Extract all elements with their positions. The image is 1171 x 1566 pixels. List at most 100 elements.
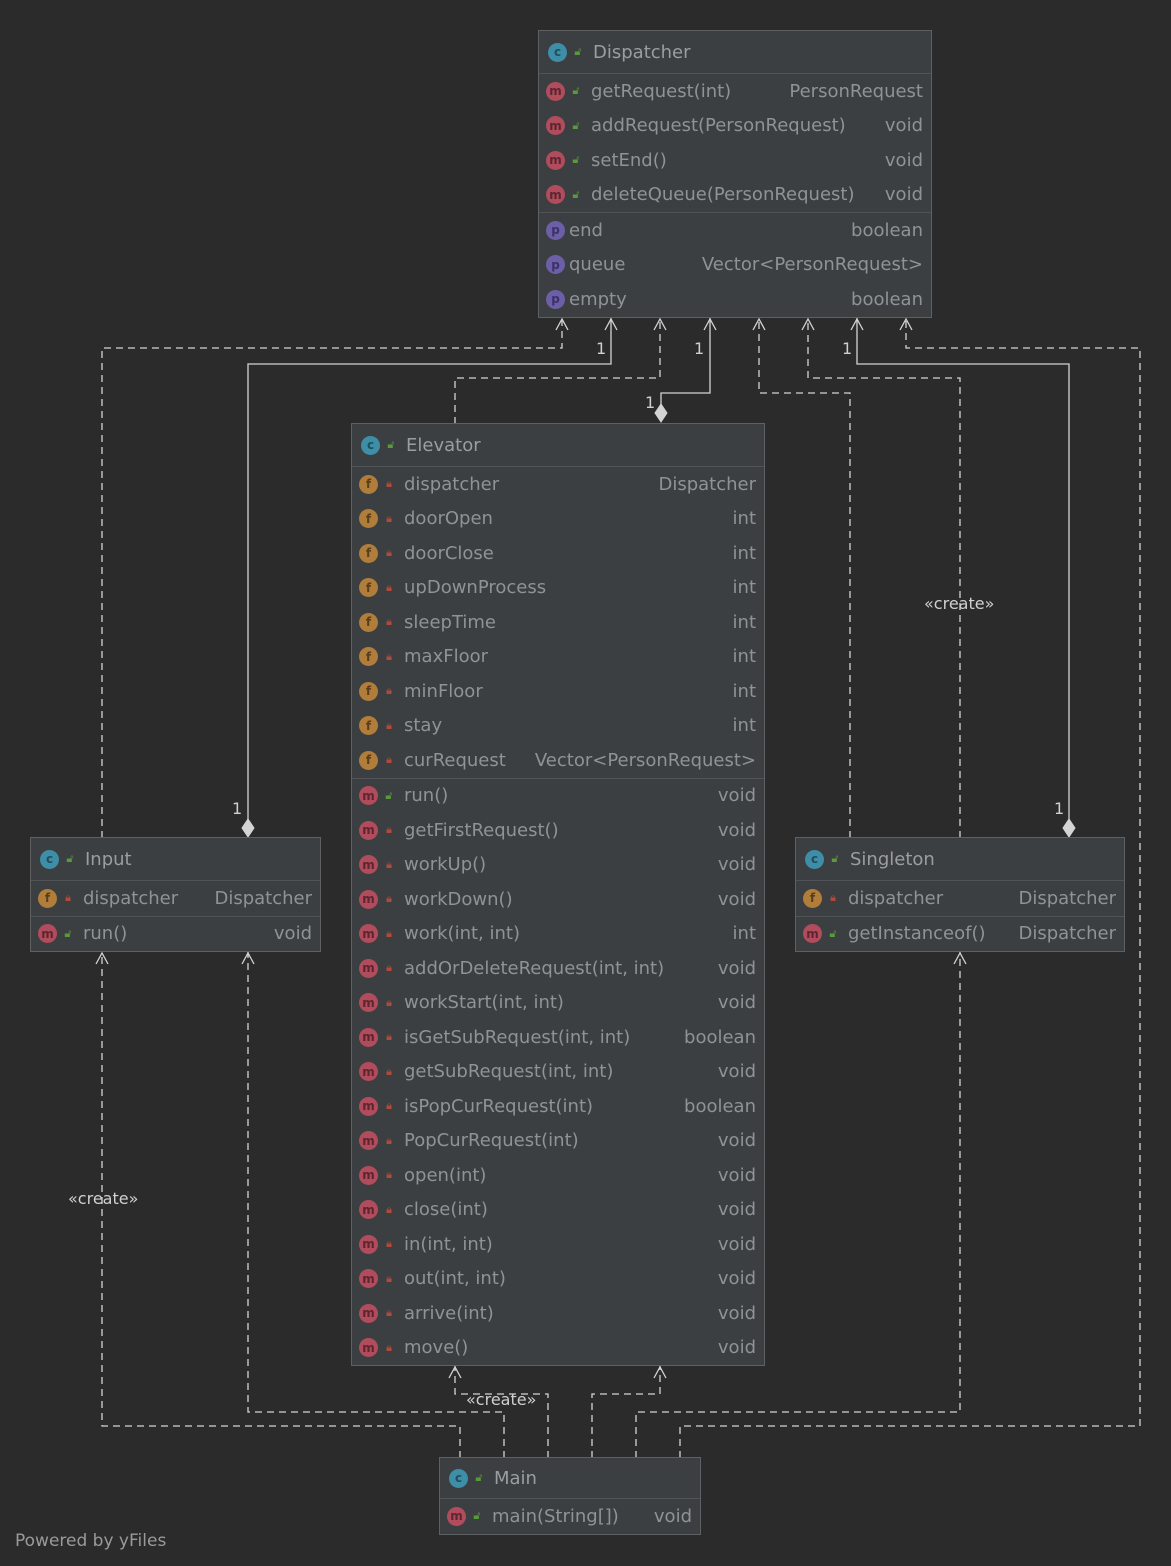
method-row[interactable]: m🔒︎workUp()void xyxy=(352,848,764,883)
method-type: boolean xyxy=(684,1095,756,1117)
method-icon: m xyxy=(359,1269,378,1289)
public-icon: 🔓︎ xyxy=(829,926,837,940)
method-type: void xyxy=(717,1302,756,1324)
edge-elevator-dispatcher-dependency xyxy=(454,318,661,424)
method-row[interactable]: m🔓︎run()void xyxy=(31,917,320,952)
class-main[interactable]: c 🔓︎ Main m🔓︎main(String[])void xyxy=(439,1457,701,1535)
method-row[interactable]: m🔒︎getFirstRequest()void xyxy=(352,813,764,848)
private-lock-icon: 🔒︎ xyxy=(386,1340,392,1354)
method-type: void xyxy=(717,1233,756,1255)
method-type: void xyxy=(884,149,923,171)
method-icon: m xyxy=(38,924,57,944)
edge-main-elevator-create xyxy=(454,1366,549,1458)
public-icon: 🔓︎ xyxy=(475,1471,483,1484)
private-lock-icon: 🔒︎ xyxy=(386,1168,392,1182)
method-row[interactable]: m🔒︎out(int, int)void xyxy=(352,1262,764,1297)
method-name: workUp() xyxy=(404,854,487,876)
private-lock-icon: 🔒︎ xyxy=(386,1202,392,1216)
static-method-icon: m xyxy=(803,924,822,944)
field-icon: f xyxy=(359,681,378,701)
method-row[interactable]: m🔒︎isGetSubRequest(int, int)boolean xyxy=(352,1020,764,1055)
method-name: workDown() xyxy=(404,888,513,910)
edge-singleton-dispatcher-dependency-a xyxy=(758,318,851,838)
method-row[interactable]: m🔓︎getRequest(int)PersonRequest xyxy=(539,74,931,109)
field-name: dispatcher xyxy=(83,887,179,909)
field-type: Dispatcher xyxy=(658,473,756,495)
method-name: arrive(int) xyxy=(404,1302,494,1324)
method-name: getFirstRequest() xyxy=(404,819,559,841)
field-type: Vector<PersonRequest> xyxy=(534,749,756,771)
private-lock-icon: 🔒︎ xyxy=(386,1099,392,1113)
field-icon: f xyxy=(359,509,378,529)
method-name: move() xyxy=(404,1337,469,1359)
method-row[interactable]: m🔓︎run()void xyxy=(352,779,764,814)
field-type: int xyxy=(732,577,756,599)
method-row[interactable]: m🔒︎in(int, int)void xyxy=(352,1227,764,1262)
public-icon: 🔓︎ xyxy=(572,153,580,167)
public-icon: 🔓︎ xyxy=(572,187,580,201)
method-row[interactable]: m🔓︎addRequest(PersonRequest)void xyxy=(539,109,931,144)
class-icon: c xyxy=(805,849,824,869)
class-header: c 🔓︎ Singleton xyxy=(796,838,1124,881)
method-row[interactable]: m🔒︎workStart(int, int)void xyxy=(352,986,764,1021)
public-icon: 🔓︎ xyxy=(64,926,72,940)
method-row[interactable]: m🔓︎main(String[])void xyxy=(440,1499,700,1534)
method-row[interactable]: m🔒︎open(int)void xyxy=(352,1158,764,1193)
method-row[interactable]: m🔒︎workDown()void xyxy=(352,882,764,917)
method-icon: m xyxy=(359,924,378,944)
method-icon: m xyxy=(359,889,378,909)
method-icon: m xyxy=(546,150,565,170)
method-row[interactable]: m🔒︎getSubRequest(int, int)void xyxy=(352,1055,764,1090)
class-dispatcher[interactable]: c 🔓︎ Dispatcher m🔓︎getRequest(int)Person… xyxy=(538,30,932,318)
field-type: Dispatcher xyxy=(1018,887,1116,909)
private-lock-icon: 🔒︎ xyxy=(386,753,392,767)
private-lock-icon: 🔒︎ xyxy=(386,1237,392,1251)
field-name: sleepTime xyxy=(404,611,497,633)
private-lock-icon: 🔒︎ xyxy=(386,580,392,594)
method-type: boolean xyxy=(684,1026,756,1048)
class-name: Singleton xyxy=(850,848,935,870)
edge-main-elevator-dependency xyxy=(591,1366,661,1458)
method-row[interactable]: m🔒︎move()void xyxy=(352,1331,764,1366)
method-row[interactable]: m🔒︎arrive(int)void xyxy=(352,1296,764,1331)
method-row[interactable]: m🔒︎close(int)void xyxy=(352,1193,764,1228)
method-icon: m xyxy=(359,1234,378,1254)
method-row[interactable]: m🔒︎PopCurRequest(int)void xyxy=(352,1124,764,1159)
field-icon: f xyxy=(359,612,378,632)
field-type: int xyxy=(732,646,756,668)
public-icon: 🔓︎ xyxy=(572,84,580,98)
method-type: void xyxy=(717,1061,756,1083)
method-row[interactable]: m🔓︎getInstanceof()Dispatcher xyxy=(796,917,1124,952)
method-icon: m xyxy=(359,958,378,978)
method-row[interactable]: m🔓︎deleteQueue(PersonRequest)void xyxy=(539,178,931,213)
public-icon: 🔓︎ xyxy=(572,118,580,132)
field-name: stay xyxy=(404,715,443,737)
method-row[interactable]: m🔒︎isPopCurRequest(int)boolean xyxy=(352,1089,764,1124)
method-row[interactable]: m🔒︎addOrDeleteRequest(int, int)void xyxy=(352,951,764,986)
property-type: Vector<PersonRequest> xyxy=(701,254,923,276)
class-name: Elevator xyxy=(406,434,481,456)
method-name: close(int) xyxy=(404,1199,488,1221)
property-type: boolean xyxy=(851,288,923,310)
runnable-class-icon: c xyxy=(449,1468,468,1488)
private-lock-icon: 🔒︎ xyxy=(386,1030,392,1044)
method-row[interactable]: m🔒︎work(int, int)int xyxy=(352,917,764,952)
method-row[interactable]: m🔓︎setEnd()void xyxy=(539,143,931,178)
